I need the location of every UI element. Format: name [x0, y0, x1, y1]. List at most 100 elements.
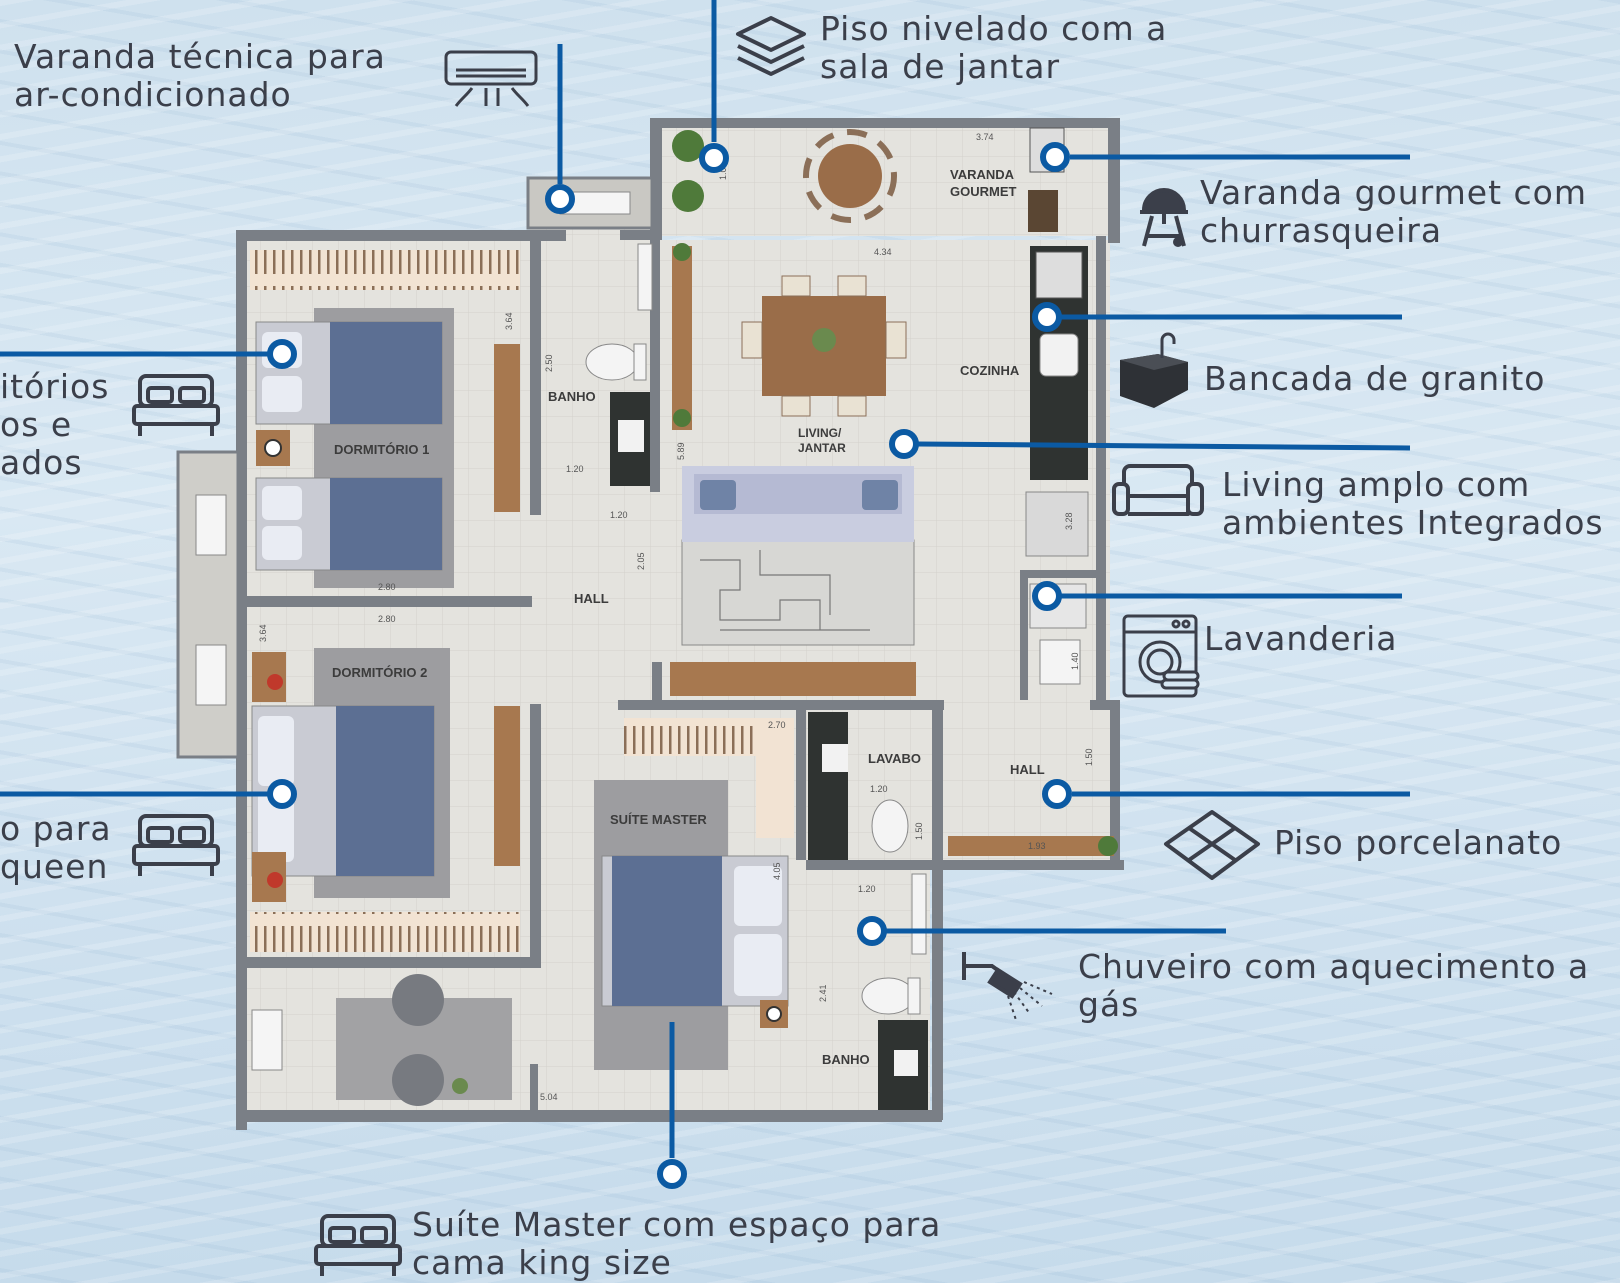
- suite-bed: [601, 855, 789, 1028]
- callout-label-piso-porcelanato: Piso porcelanato: [1274, 824, 1562, 862]
- callout-text-line: ambientes Integrados: [1222, 503, 1604, 542]
- callout-text-line: ados: [0, 443, 83, 482]
- layers-icon: [736, 16, 806, 76]
- sofa: [682, 466, 914, 542]
- callout-text-line: ar-condicionado: [14, 75, 292, 114]
- dim-label: 3.64: [258, 624, 268, 642]
- room-label-dormitorio-2: DORMITÓRIO 2: [332, 665, 427, 680]
- room-label-hall: HALL: [574, 591, 609, 606]
- ac-unit-suite: [251, 1009, 283, 1071]
- dim-label: 3.64: [504, 312, 514, 330]
- dim-label: 1.20: [610, 510, 628, 520]
- callout-dot-piso-nivelado: [699, 143, 729, 173]
- bed-icon: [132, 814, 220, 876]
- callout-text-line: Piso porcelanato: [1274, 823, 1563, 862]
- callout-dot-living: [889, 429, 919, 459]
- barbecue-grill-icon: [1140, 188, 1188, 247]
- room-label-gourmet: GOURMET: [950, 184, 1017, 199]
- callout-text-line: Piso nivelado com a: [820, 9, 1168, 48]
- room-label-banho: BANHO: [548, 389, 596, 404]
- callout-dot-varanda-gourmet: [1040, 142, 1070, 172]
- room-label-cozinha: COZINHA: [960, 363, 1020, 378]
- callout-dot-varanda-tecnica: [545, 184, 575, 214]
- dim-label: 1.40: [1070, 652, 1080, 670]
- callout-label-bancada: Bancada de granito: [1204, 360, 1546, 398]
- kitchen-counter: [1025, 127, 1089, 685]
- callout-label-dormitorios: itórios os e ados: [0, 368, 109, 482]
- callout-text-line: Suíte Master com espaço para: [412, 1205, 942, 1244]
- callout-text-line: os e: [0, 405, 73, 444]
- room-label-varanda: VARANDA: [950, 167, 1015, 182]
- callout-text-line: cama king size: [412, 1243, 672, 1282]
- callout-text-line: Chuveiro com aquecimento a: [1078, 947, 1590, 986]
- planter-gourmet: [1028, 190, 1058, 232]
- dim-label: 1.50: [1084, 748, 1094, 766]
- room-label-banho-2: BANHO: [822, 1052, 870, 1067]
- callout-line-living: [917, 441, 1411, 451]
- dim-label: 4.05: [772, 862, 782, 880]
- dim-label: 5.89: [676, 442, 686, 460]
- bed-icon: [314, 1214, 402, 1276]
- callout-label-living: Living amplo com ambientes Integrados: [1222, 466, 1604, 542]
- dim-label: 2.80: [378, 582, 396, 592]
- wardrobe-dorm2: [250, 912, 520, 952]
- bathroom-1: [585, 243, 653, 486]
- living-shelf: [672, 246, 692, 430]
- floor-tiles-icon: [1164, 810, 1260, 880]
- ac-unit-side-1: [195, 494, 227, 556]
- callout-dot-piso-porcelanato: [1042, 779, 1072, 809]
- dimension-labels: 3.74 4.34 1.20 1.20 2.80 2.80 2.70 1.20 …: [258, 132, 1094, 1102]
- dim-label: 3.28: [1064, 512, 1074, 530]
- callout-dot-dormitorios: [267, 339, 297, 369]
- callout-text-line: sala de jantar: [820, 47, 1061, 86]
- callout-text-line: queen: [0, 847, 109, 886]
- callout-dot-bancada: [1032, 302, 1062, 332]
- room-label-hall-2: HALL: [1010, 762, 1045, 777]
- lavabo: [808, 712, 909, 860]
- callout-text-line: Bancada de granito: [1204, 359, 1546, 398]
- dim-label: 5.04: [540, 1092, 558, 1102]
- dim-label: 1.93: [1028, 841, 1046, 851]
- callout-text-line: Varanda gourmet com: [1200, 173, 1587, 212]
- callout-label-varanda-gourmet: Varanda gourmet com churrasqueira: [1200, 174, 1587, 250]
- sofa-icon: [1112, 464, 1204, 516]
- dim-label: 1.20: [566, 464, 584, 474]
- callout-text-line: Varanda técnica para: [14, 37, 386, 76]
- hall-planter: [948, 836, 1114, 856]
- callout-dot-chuveiro: [857, 916, 887, 946]
- plants: [672, 130, 1118, 856]
- callout-label-suite-master: Suíte Master com espaço para cama king s…: [412, 1206, 941, 1282]
- walls: [236, 118, 1124, 1130]
- granite-countertop-icon: [1120, 332, 1188, 408]
- room-label-living: LIVING/: [798, 426, 842, 440]
- dim-label: 1.50: [914, 822, 924, 840]
- dim-label: 1.20: [870, 784, 888, 794]
- bathroom-2: [861, 873, 928, 1110]
- suite-lounge-chairs: [392, 974, 468, 1106]
- callout-text-line: gás: [1078, 985, 1140, 1024]
- room-labels: VARANDA GOURMET BANHO COZINHA DORMITÓRIO…: [332, 167, 1045, 1067]
- callout-text-line: o para: [0, 809, 112, 848]
- room-label-lavabo: LAVABO: [868, 751, 921, 766]
- dim-label: 2.80: [378, 614, 396, 624]
- tv-panel-dorm1: [494, 344, 520, 512]
- rug-living: [681, 539, 915, 646]
- callout-dot-queen: [267, 779, 297, 809]
- callout-dot-lavanderia: [1032, 581, 1062, 611]
- callout-label-piso-nivelado: Piso nivelado com a sala de jantar: [820, 10, 1167, 86]
- air-conditioner-icon: [444, 50, 538, 107]
- callout-dot-suite-master: [657, 1159, 687, 1189]
- room-label-suite-master: SUÍTE MASTER: [610, 812, 707, 827]
- washing-machine-icon: [1122, 614, 1200, 698]
- wardrobe-suite-v: [756, 718, 794, 838]
- tv-panel-dorm2: [494, 706, 520, 866]
- dorm2-bed: [251, 652, 435, 902]
- dim-label: 3.74: [976, 132, 994, 142]
- callout-text-line: Living amplo com: [1222, 465, 1531, 504]
- ac-unit-side-2: [195, 644, 227, 706]
- gourmet-table: [803, 129, 897, 223]
- dim-label: 2.05: [636, 552, 646, 570]
- dim-label: 2.50: [544, 354, 554, 372]
- callout-label-varanda-tecnica: Varanda técnica para ar-condicionado: [14, 38, 386, 114]
